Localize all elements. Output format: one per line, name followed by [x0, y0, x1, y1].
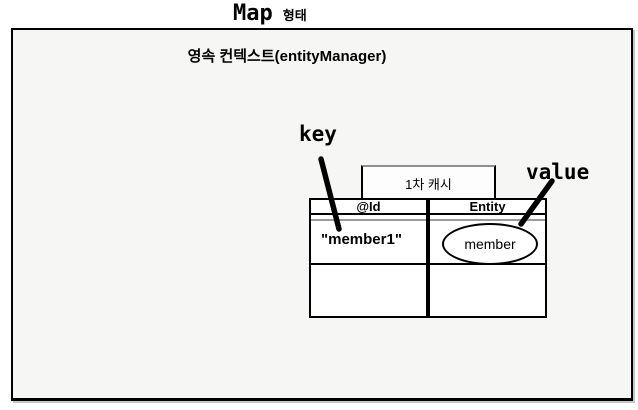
- header-cell-entity: Entity: [469, 199, 506, 214]
- persistence-context-title: 영속 컨텍스트(entityManager): [187, 48, 387, 65]
- key-cell-member1: "member1": [321, 230, 402, 248]
- page-title-suffix: 형태: [282, 8, 307, 23]
- empty-value-cell: [430, 265, 545, 314]
- header-cell-id: @Id: [356, 199, 381, 214]
- page-title: Map 형태: [233, 1, 307, 26]
- column-divider: [426, 200, 430, 316]
- first-level-cache-label: 1차 캐시: [405, 177, 452, 192]
- empty-key-cell: [311, 265, 426, 314]
- value-label: value: [526, 160, 590, 184]
- entity-ellipse-label: member: [464, 236, 516, 252]
- first-level-cache-tab: 1차 캐시: [361, 165, 496, 198]
- key-label: key: [299, 122, 337, 146]
- page-title-main: Map: [233, 1, 273, 26]
- entity-ellipse: member: [442, 223, 538, 265]
